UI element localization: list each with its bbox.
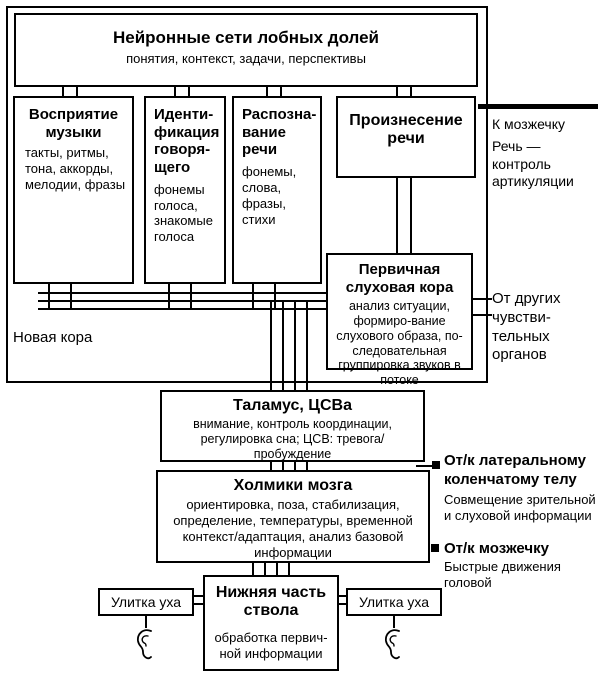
speech-recognition-body: фонемы, слова, фразы, стихи [242,164,297,227]
music-perception-box: Восприятие музыки такты, ритмы, тона, ак… [13,96,134,284]
junction-bullet [432,461,440,469]
connector-line [266,87,268,96]
connector-line [339,603,346,605]
ear-icon [385,629,400,660]
speaker-identification-body: фонемы голоса, знакомые голоса [154,181,213,245]
junction-bullet [431,544,439,552]
speech-recognition-box: Распозна-вание речи фонемы, слова, фразы… [232,96,322,284]
bus-line [276,563,278,575]
bus-line [38,292,326,294]
connector-line [48,284,50,310]
thalamus-body: внимание, контроль координации, регулиро… [193,417,392,461]
bus-line [270,300,272,390]
bus-line [288,563,290,575]
colliculi-title: Холмики мозга [233,477,353,494]
bus-line [270,462,272,470]
thalamus-title: Таламус, ЦСВа [233,397,352,414]
music-perception-body: такты, ритмы, тона, аккорды, мелодии, фр… [25,145,126,193]
connector-line [145,616,147,628]
cerebellum-head-body: Быстрые движения головой [444,559,561,591]
speaker-identification-title: Иденти-фикация говоря-щего [154,106,220,177]
other-senses-label: От других чувстви-тельных органов [492,290,561,364]
frontal-networks-subtitle: понятия, контекст, задачи, перспективы [126,51,366,67]
connector-line [396,87,398,96]
neocortex-region-box [6,6,488,383]
connector-line [396,178,398,253]
brainstem-box: Нижняя часть ствола обработка первич-ной… [203,575,339,671]
speech-production-title: Произнесение речи [349,112,463,148]
ear-icon [137,629,152,660]
bus-line [306,300,308,390]
connector-line [393,616,395,628]
thalamus-box: Таламус, ЦСВа внимание, контроль координ… [160,390,425,462]
bus-line [38,300,326,302]
to-cerebellum-body: Речь — контроль артикуляции [492,138,574,189]
bus-line [294,300,296,390]
connector-line [62,87,64,96]
bus-line [282,300,284,390]
primary-auditory-cortex-title: Первичная слуховая кора [345,261,454,296]
brainstem-body: обработка первич-ной информации [214,629,328,661]
connector-line [473,314,492,316]
connector-line [274,284,276,310]
primary-auditory-cortex-body: анализ ситуации, формиро-вание слухового… [336,299,463,388]
connector-line [70,284,72,310]
cerebellum-head-title: От/к мозжечку [444,540,549,557]
lateral-geniculate-body: Совмещение зрительной и слуховой информа… [444,492,596,524]
primary-auditory-cortex-box: Первичная слуховая кора анализ ситуации,… [326,253,473,387]
connector-line [194,595,203,597]
music-perception-title: Восприятие музыки [28,106,119,141]
bus-line [282,462,284,470]
frontal-networks-box: Нейронные сети лобных долей понятия, кон… [14,13,478,87]
connector-line [168,284,170,310]
colliculi-body: ориентировка, поза, стабилизация, опреде… [173,497,413,560]
bus-line [252,563,254,575]
cerebellum-thick-line [478,104,598,109]
to-cerebellum-title: К мозжечку [492,116,565,132]
colliculi-box: Холмики мозга ориентировка, поза, стабил… [156,470,430,563]
cochlea-right-box: Улитка уха [346,588,442,616]
connector-line [473,298,492,300]
brainstem-title: Нижняя часть ствола [215,584,327,620]
connector-line [174,87,176,96]
connector-line [188,87,190,96]
connector-line [194,603,203,605]
connector-line [190,284,192,310]
cochlea-right-label: Улитка уха [358,594,430,610]
bus-line [264,563,266,575]
cochlea-left-box: Улитка уха [98,588,194,616]
connector-line [410,178,412,253]
bus-line [306,462,308,470]
lateral-geniculate-title: От/к латеральному коленчатому телу [444,452,586,488]
connector-line [76,87,78,96]
connector-line [339,595,346,597]
connector-line [252,284,254,310]
bus-line [294,462,296,470]
bus-line [38,308,326,310]
speech-production-box: Произнесение речи [336,96,476,178]
connector-line [410,87,412,96]
speaker-identification-box: Иденти-фикация говоря-щего фонемы голоса… [144,96,226,284]
frontal-networks-title: Нейронные сети лобных долей [112,28,380,47]
connector-line [280,87,282,96]
cochlea-left-label: Улитка уха [110,594,182,610]
neocortex-label: Новая кора [13,329,93,346]
connector-line [416,465,434,467]
speech-recognition-title: Распозна-вание речи [242,106,317,159]
